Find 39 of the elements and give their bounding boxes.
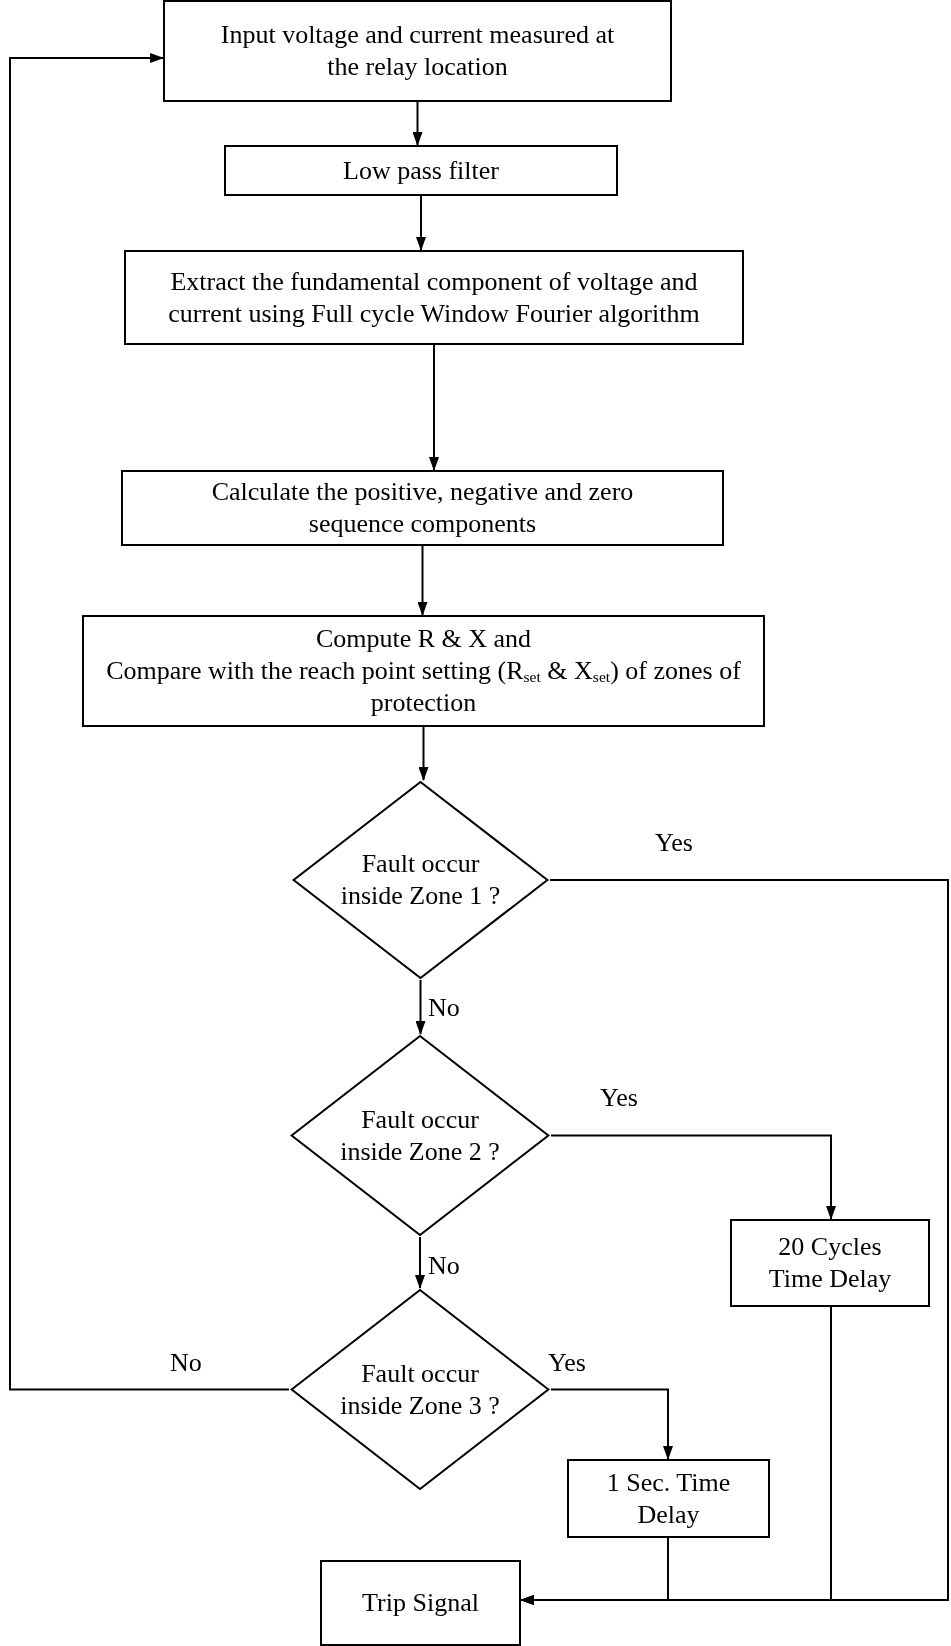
arrow: [418, 726, 429, 781]
process-box: [320, 1560, 521, 1646]
arrow: [415, 979, 426, 1035]
decision-diamond: [291, 780, 550, 980]
arrow: [415, 1236, 425, 1289]
box-text: Fault occur inside Zone 3 ?: [339, 1357, 501, 1422]
arrow: [412, 101, 423, 146]
arrow: [520, 1537, 669, 1605]
box-text: Fault occur inside Zone 1 ?: [339, 848, 502, 912]
arrow: [9, 53, 290, 1391]
edge-label: No: [428, 995, 460, 1021]
process-box: [82, 615, 765, 727]
box-text: 20 Cycles Time Delay: [767, 1231, 893, 1295]
edge-label: No: [170, 1350, 202, 1376]
box-text: Low pass filter: [343, 154, 499, 187]
process-box: [121, 470, 724, 546]
process-box: [224, 145, 618, 196]
arrow: [550, 1134, 836, 1220]
process-box: [163, 0, 672, 102]
edge-label: Yes: [655, 830, 693, 856]
arrow: [429, 344, 439, 471]
box-text: 1 Sec. Time Delay: [605, 1466, 732, 1531]
box-text: Trip Signal: [362, 1587, 479, 1619]
edge-label: No: [428, 1253, 460, 1279]
process-box: [730, 1219, 930, 1307]
box-text: Fault occur inside Zone 2 ?: [339, 1103, 501, 1168]
box-text: Input voltage and current measured at the relay location: [219, 19, 616, 83]
box-text: Compare with the reach point setting (R$_{set}$ & X$_{set}$) of zones of protection: [105, 655, 742, 719]
edge-label: Yes: [600, 1085, 638, 1111]
arrow: [550, 1388, 673, 1460]
decision-diamond: [289, 1034, 551, 1237]
arrow: [416, 195, 426, 251]
box-text: Compute R & X and: [315, 623, 532, 656]
edge-label: Yes: [548, 1350, 586, 1376]
process-box: [567, 1459, 770, 1538]
box-text: Extract the fundamental component of voltage and current using Full cycle Window Fourier algorithm: [167, 265, 701, 330]
process-box: [124, 250, 744, 345]
box-text: Calculate the positive, negative and zero sequence components: [210, 476, 635, 540]
arrow: [417, 545, 428, 616]
